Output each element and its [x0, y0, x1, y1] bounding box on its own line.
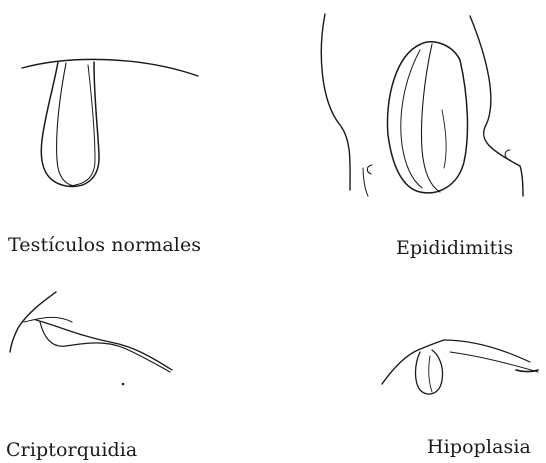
epididimitis-hock-left: [367, 165, 372, 174]
caption-criptorquidia: Criptorquidia: [6, 439, 137, 461]
epididimitis-left-leg: [321, 14, 350, 190]
hipoplasia-testicle-divider: [429, 356, 432, 392]
criptorquidia-scrotum-flat: [40, 322, 170, 372]
criptorquidia-dot: [122, 383, 125, 386]
epididimitis-drawing: [321, 14, 523, 196]
caption-epididimitis: Epididimitis: [396, 237, 513, 259]
normal-body-outline: [22, 59, 198, 76]
epididimitis-left-testicle: [401, 50, 422, 188]
epididimitis-inner-left-leg: [363, 168, 368, 196]
hipoplasia-leg-outline: [382, 340, 444, 384]
normal-testicle-back: [57, 63, 74, 186]
hipoplasia-sheath-mark: [516, 370, 538, 372]
normal-testicles-drawing: [22, 59, 198, 186]
criptorquidia-drawing: [10, 292, 172, 385]
epididimitis-swelling-line: [442, 110, 446, 168]
criptorquidia-leg-outline: [10, 292, 56, 352]
normal-testicle-shadow: [70, 65, 95, 186]
epididimitis-testicle-divider: [421, 44, 440, 192]
normal-testicle-front: [41, 62, 99, 186]
criptorquidia-leg-inner: [24, 317, 72, 322]
epididimitis-right-leg: [470, 16, 523, 196]
caption-hipoplasia: Hipoplasia: [427, 436, 531, 458]
caption-testiculos-normales: Testículos normales: [8, 234, 201, 256]
hipoplasia-drawing: [382, 340, 538, 394]
hipoplasia-belly-line-2: [450, 352, 538, 372]
